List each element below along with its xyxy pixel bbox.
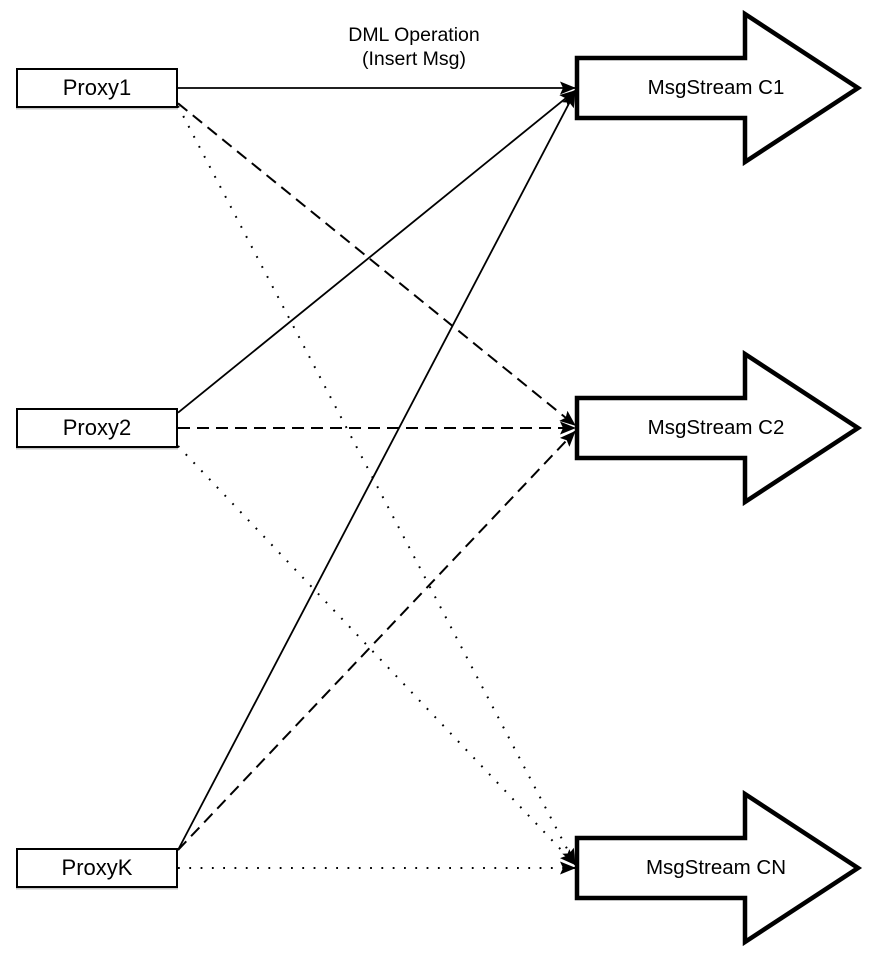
- msgstream-arrow-cn: [574, 789, 863, 947]
- proxy-label: ProxyK: [61, 855, 133, 880]
- proxy-label: Proxy1: [62, 75, 132, 100]
- dml-operation-annotation: DML Operation (Insert Msg): [284, 23, 544, 71]
- proxy-box-proxyk: ProxyK: [16, 848, 178, 888]
- annotation-line-2: (Insert Msg): [361, 48, 466, 70]
- proxy-box-proxy2: Proxy2: [16, 408, 178, 448]
- annotation-line-1: DML Operation: [348, 24, 480, 46]
- edge-proxy1-c2: [177, 102, 576, 427]
- streams-layer: [574, 9, 863, 947]
- edge-proxyk-c1: [177, 91, 576, 851]
- msgstream-label-c1: MsgStream C1: [647, 76, 785, 99]
- edge-proxyk-c2: [177, 430, 576, 851]
- edges-layer: [177, 81, 576, 875]
- edge-proxy2-cn: [177, 445, 576, 866]
- proxy-label: Proxy2: [62, 415, 132, 440]
- proxy-box-proxy1: Proxy1: [16, 68, 178, 108]
- msgstream-arrow-c1: [574, 9, 863, 167]
- msgstream-label-c2: MsgStream C2: [647, 416, 785, 439]
- edge-proxy2-c1: [177, 90, 576, 414]
- msgstream-arrow-c2: [574, 349, 863, 507]
- msgstream-label-cn: MsgStream CN: [645, 856, 787, 879]
- edge-proxy1-cn: [177, 105, 576, 865]
